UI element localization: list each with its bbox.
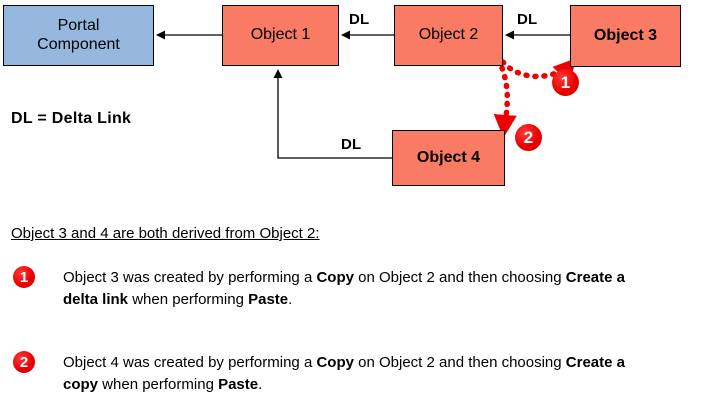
- node-portal-component[interactable]: Portal Component: [3, 5, 154, 66]
- derivation-badge-1: 1: [552, 69, 579, 96]
- note-badge-1: 1: [13, 266, 35, 288]
- node-portal-component-label: Portal Component: [37, 16, 120, 53]
- edge-label-object4-to-object1: DL: [341, 136, 362, 153]
- node-object-3-label: Object 3: [593, 26, 658, 44]
- edge-label-object2-to-object1: DL: [349, 11, 370, 28]
- node-object-1[interactable]: Object 1: [222, 5, 339, 66]
- node-object-4[interactable]: Object 4: [392, 130, 505, 186]
- node-object-4-label: Object 4: [416, 148, 481, 166]
- legend-delta-link: DL = Delta Link: [11, 110, 132, 127]
- derivation-badge-2-number: 2: [523, 128, 534, 147]
- note-item-1-text: Object 3 was created by performing a Cop…: [63, 269, 625, 308]
- notes-heading: Object 3 and 4 are both derived from Obj…: [11, 225, 320, 242]
- node-object-3[interactable]: Object 3: [570, 5, 681, 67]
- edge-label-object3-to-object2: DL: [517, 11, 538, 28]
- node-object-1-label: Object 1: [250, 26, 311, 44]
- derivation-arrow-2: [493, 65, 517, 138]
- derivation-badge-1-number: 1: [560, 73, 571, 92]
- note-badge-1-number: 1: [19, 268, 29, 286]
- derivation-arrow-1: [500, 57, 577, 83]
- connector-object4-to-object1: [273, 69, 392, 159]
- node-object-2[interactable]: Object 2: [394, 5, 503, 66]
- derivation-badge-2: 2: [515, 124, 542, 151]
- node-object-2-label: Object 2: [418, 26, 479, 44]
- note-badge-2: 2: [13, 351, 35, 373]
- note-badge-2-number: 2: [19, 353, 29, 371]
- note-item-2-text: Object 4 was created by performing a Cop…: [63, 354, 625, 393]
